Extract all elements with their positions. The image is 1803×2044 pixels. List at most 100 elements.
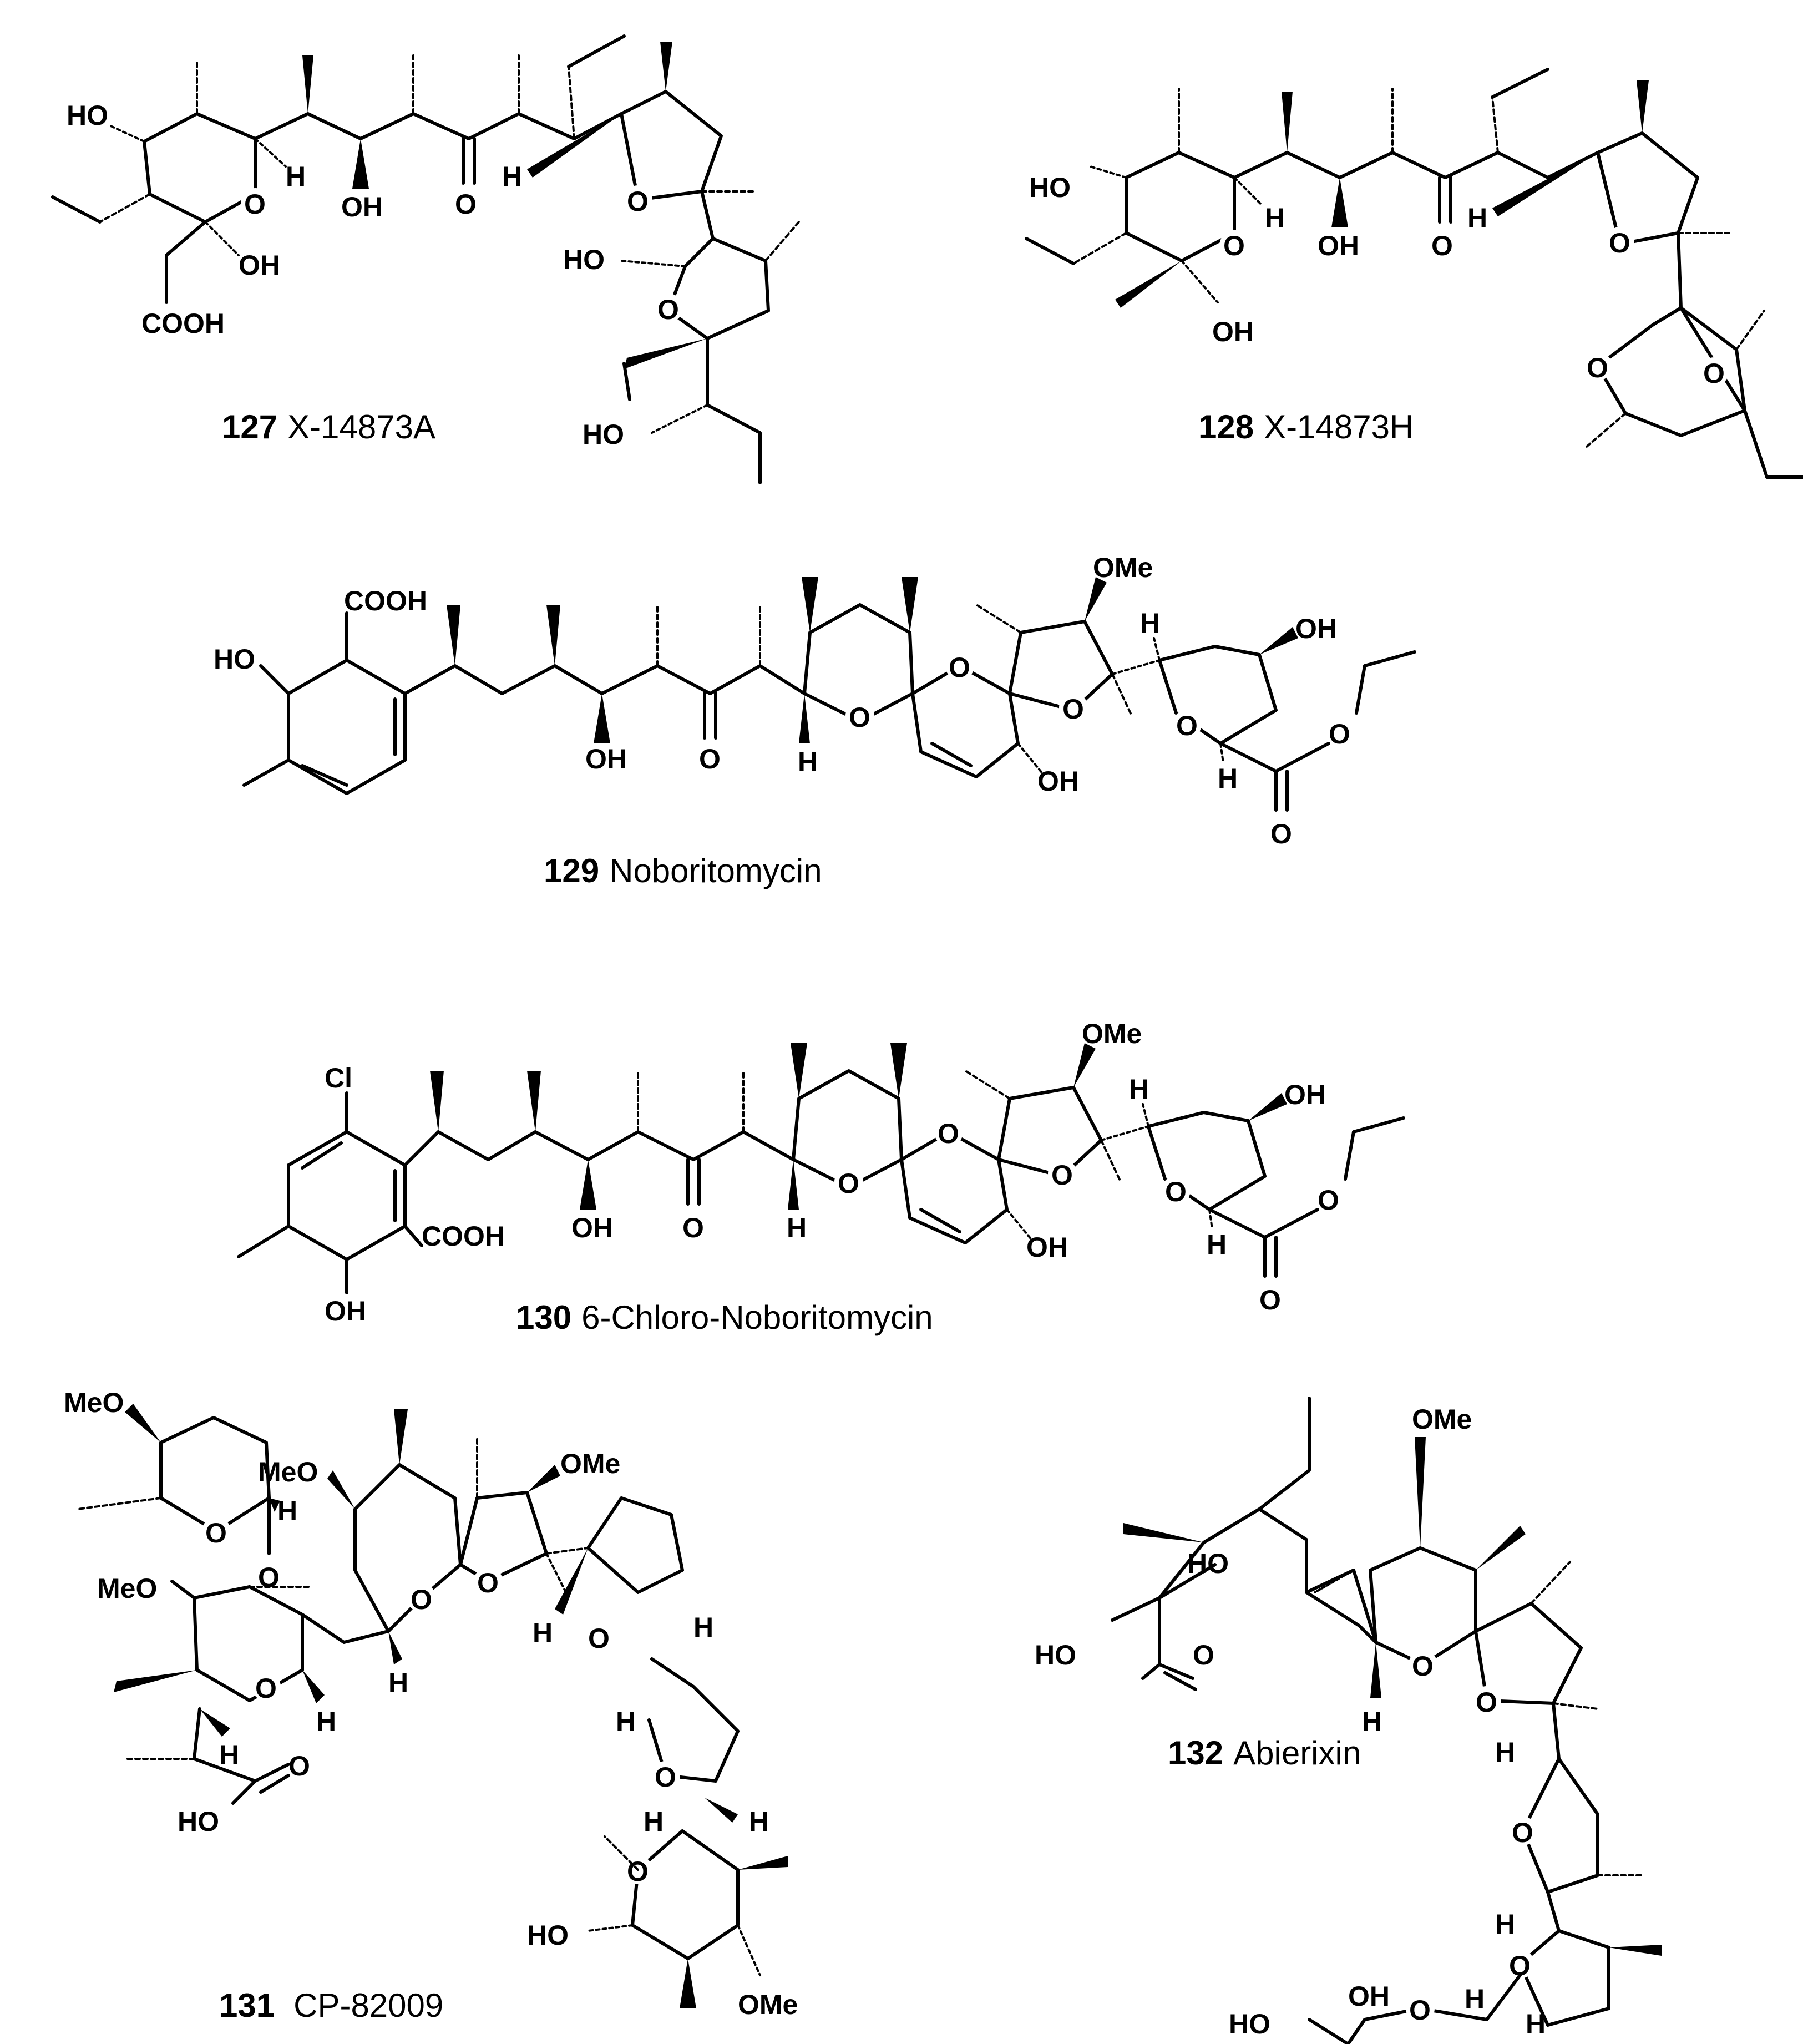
caption-127: 127 X-14873A <box>222 408 435 446</box>
atom-ho: HO <box>178 1806 219 1837</box>
atom-h: H <box>1467 203 1487 234</box>
atom-h: H <box>1495 1737 1515 1768</box>
atom-h: H <box>388 1667 408 1698</box>
atom-h: H <box>1362 1706 1382 1737</box>
atom-o: O <box>1412 1651 1434 1682</box>
structure-132: HO O HO OMe O H O H O H O <box>1035 1397 1662 2044</box>
atom-ho: HO <box>1029 172 1071 203</box>
atom-ho: HO <box>1035 1640 1076 1671</box>
atom-o: O <box>682 1212 704 1243</box>
atom-o: O <box>244 189 266 220</box>
structure-129: COOH HO OH O H O O OH OMe O <box>214 552 1416 889</box>
atom-h: H <box>1129 1074 1149 1105</box>
atom-o: O <box>938 1118 959 1149</box>
atom-o: O <box>1476 1687 1497 1718</box>
atom-h: H <box>749 1806 769 1837</box>
atom-h: H <box>286 161 306 192</box>
caption-129: 129 Noboritomycin <box>544 852 822 889</box>
caption-132: 132 Abierixin <box>1168 1734 1361 1772</box>
caption-128: 128 X-14873H <box>1198 408 1414 446</box>
atom-oh: OH <box>1037 766 1079 797</box>
structure-127: HO COOH OH O H OH O H O <box>51 34 800 484</box>
atom-h: H <box>616 1706 636 1737</box>
atom-h: H <box>316 1706 336 1737</box>
atom-o: O <box>255 1673 277 1704</box>
atom-ome: OMe <box>1412 1404 1472 1435</box>
atom-h: H <box>1526 2008 1546 2040</box>
atom-h: H <box>787 1212 807 1243</box>
atom-o: O <box>477 1567 499 1598</box>
atom-h: H <box>1495 1909 1515 1940</box>
atom-h: H <box>1207 1229 1227 1260</box>
atom-meo: MeO <box>258 1456 318 1488</box>
atom-o: O <box>1512 1817 1533 1848</box>
atom-o: O <box>288 1750 310 1782</box>
atom-cooh: COOH <box>422 1221 505 1252</box>
atom-o: O <box>699 743 721 775</box>
atom-o: O <box>411 1584 432 1615</box>
atom-oh: OH <box>1318 230 1359 261</box>
atom-o: O <box>1259 1284 1281 1316</box>
atom-o: O <box>588 1623 610 1654</box>
atom-ho: HO <box>583 419 624 450</box>
atom-oh: OH <box>1026 1232 1068 1263</box>
atom-o: O <box>1587 352 1608 383</box>
atom-ho: HO <box>563 244 605 275</box>
structure-130: Cl OH COOH OH O H O O OH OMe O <box>237 1018 1405 1336</box>
atom-h: H <box>798 746 818 777</box>
atom-o: O <box>1409 1995 1431 2026</box>
atom-o: O <box>657 294 679 325</box>
atom-o: O <box>258 1562 280 1593</box>
atom-ome: OMe <box>738 1989 798 2020</box>
atom-ho: HO <box>527 1920 569 1951</box>
atom-meo: MeO <box>64 1387 124 1418</box>
structure-131: MeO O H O MeO O H H O HO MeO O <box>64 1387 798 2024</box>
atom-h: H <box>219 1739 239 1770</box>
atom-oh: OH <box>341 191 383 222</box>
atom-h: H <box>277 1495 297 1526</box>
atom-ome: OMe <box>560 1448 620 1479</box>
atom-oh: OH <box>585 743 627 775</box>
atom-o: O <box>949 652 970 683</box>
atom-o: O <box>1165 1176 1187 1207</box>
atom-oh: OH <box>239 250 280 281</box>
caption-130: 130 6-Chloro-Noboritomycin <box>516 1299 933 1336</box>
atom-cooh: COOH <box>344 585 427 616</box>
atom-o: O <box>1223 230 1245 261</box>
atom-o: O <box>849 702 870 733</box>
atom-h: H <box>693 1612 713 1643</box>
atom-o: O <box>1431 230 1453 261</box>
atom-h: H <box>533 1617 553 1648</box>
atom-meo: MeO <box>97 1573 157 1604</box>
atom-oh: OH <box>1284 1079 1326 1110</box>
atom-o: O <box>838 1168 859 1199</box>
atom-ome: OMe <box>1093 552 1153 583</box>
atom-o: O <box>1318 1185 1339 1216</box>
atom-o: O <box>205 1517 227 1549</box>
atom-h: H <box>1465 1984 1485 2015</box>
atom-ome: OMe <box>1082 1018 1142 1049</box>
atom-o: O <box>655 1762 676 1793</box>
atom-oh: OH <box>1212 316 1254 347</box>
atom-ho: HO <box>214 644 255 675</box>
atom-o: O <box>1270 818 1292 849</box>
atom-o: O <box>1609 227 1630 259</box>
atom-oh: OH <box>1348 1981 1390 2012</box>
atom-h: H <box>1265 203 1285 234</box>
atom-ho: HO <box>1229 2008 1270 2040</box>
atom-cl: Cl <box>325 1063 352 1094</box>
atom-h: H <box>502 161 522 192</box>
atom-cooh: COOH <box>141 308 225 339</box>
atom-o: O <box>627 186 649 217</box>
atom-o: O <box>1193 1640 1214 1671</box>
atom-o: O <box>1062 694 1084 725</box>
atom-o: O <box>1051 1160 1073 1191</box>
atom-oh: OH <box>1295 613 1337 644</box>
atom-ho: HO <box>67 100 108 131</box>
caption-131: 131 CP-82009 <box>219 1987 443 2024</box>
atom-h: H <box>1218 763 1238 794</box>
atom-o: O <box>1329 719 1350 750</box>
atom-h: H <box>644 1806 664 1837</box>
atom-o: O <box>1703 358 1725 389</box>
